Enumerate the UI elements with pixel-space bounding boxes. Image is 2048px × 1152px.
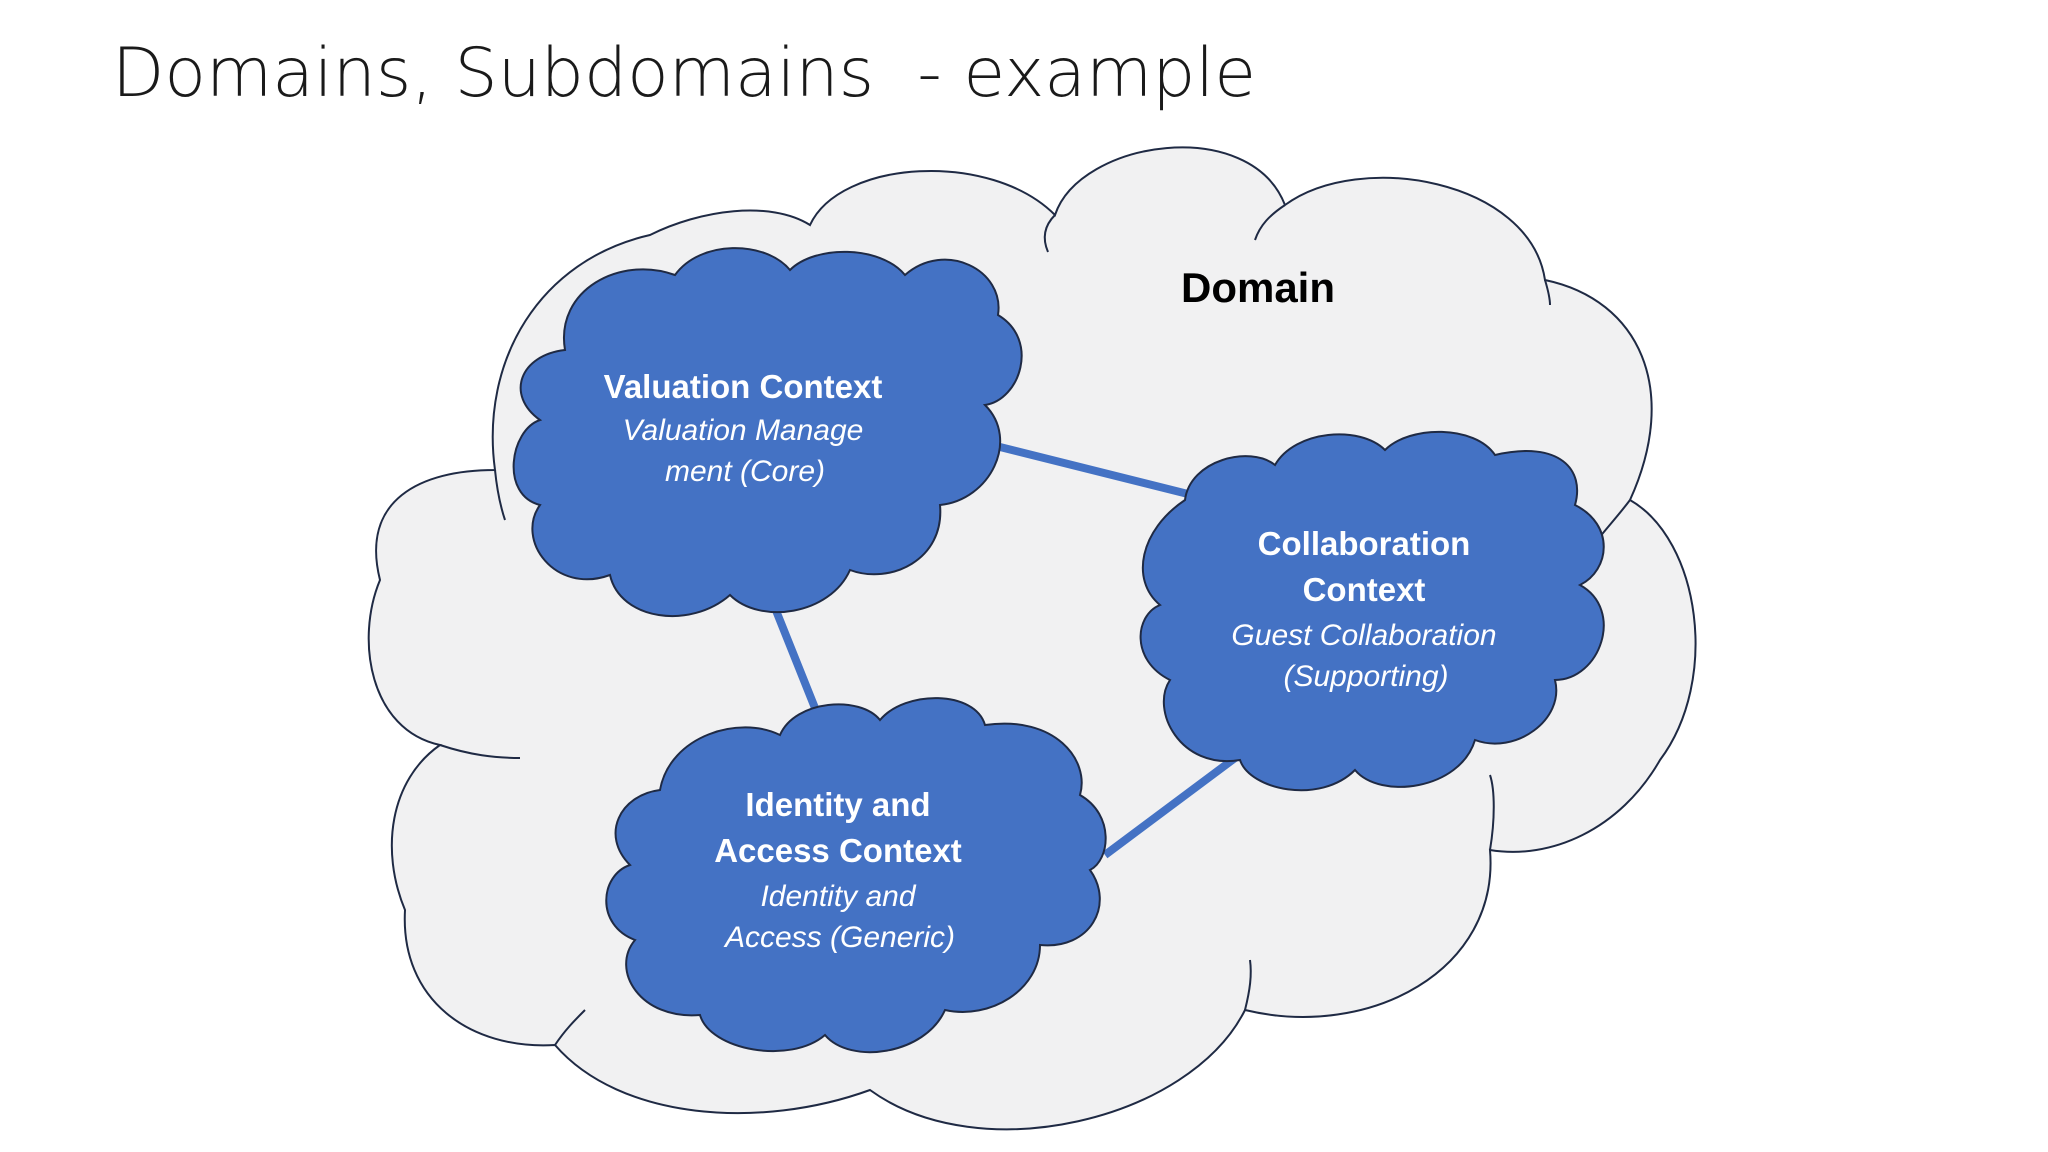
- collaboration-context-cloud: Collaboration Context Guest Collaboratio…: [1139, 430, 1605, 792]
- collaboration-title-line: Context: [1303, 571, 1426, 608]
- connector-identity-collaboration: [1102, 754, 1238, 859]
- domain-cloud-seam: [439, 744, 521, 759]
- connectors: [771, 443, 1238, 859]
- identity-access-context-label: Identity and Access Context Identity and…: [714, 786, 966, 954]
- identity-title-line: Access Context: [714, 832, 962, 869]
- collaboration-title-line: Collaboration: [1258, 525, 1471, 562]
- slide-title: Domains, Subdomains - example: [112, 34, 1257, 113]
- collaboration-subtitle-line: (Supporting): [1283, 660, 1448, 693]
- connector-valuation-identity: [771, 606, 819, 710]
- domain-cloud-seam: [1244, 959, 1252, 1011]
- connector-valuation-collaboration: [999, 443, 1201, 501]
- valuation-context-label: Valuation Context Valuation Manage ment …: [604, 368, 887, 488]
- domain-cloud-seam: [1254, 204, 1286, 241]
- identity-subtitle-line: Identity and: [760, 880, 916, 913]
- valuation-title-line: Valuation Context: [604, 368, 883, 405]
- valuation-context-shape: [512, 247, 1023, 617]
- identity-access-context-cloud: Identity and Access Context Identity and…: [605, 697, 1107, 1054]
- domain-cloud-seam: [554, 1009, 586, 1046]
- domain-cloud-seam: [1489, 774, 1495, 851]
- valuation-subtitle-line: Valuation Manage: [623, 414, 864, 447]
- domain-cloud-seam: [1043, 214, 1056, 253]
- domain-cloud-seam: [1544, 279, 1551, 306]
- domain-cloud-seam: [494, 469, 506, 521]
- identity-access-context-shape: [605, 697, 1107, 1054]
- collaboration-subtitle-line: Guest Collaboration: [1231, 619, 1496, 652]
- valuation-context-cloud: Valuation Context Valuation Manage ment …: [512, 247, 1023, 617]
- domain-label: Domain: [1181, 264, 1335, 311]
- collaboration-context-shape: [1139, 430, 1605, 792]
- identity-title-line: Identity and: [745, 786, 930, 823]
- collaboration-context-label: Collaboration Context Guest Collaboratio…: [1231, 525, 1500, 693]
- valuation-subtitle-line: ment (Core): [665, 455, 825, 488]
- identity-subtitle-line: Access (Generic): [723, 921, 955, 954]
